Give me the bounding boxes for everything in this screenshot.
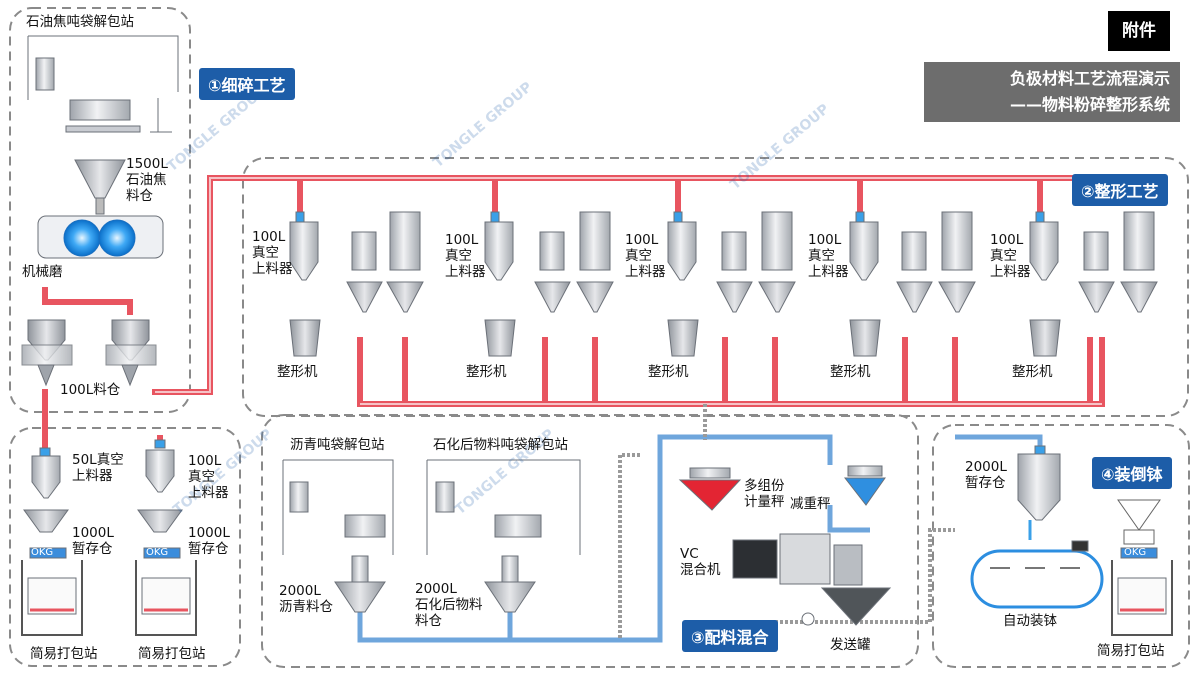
label-buffer-1000l-a: 1000L 暂存仓 [72, 525, 114, 557]
badge-s3: ③配料混合 [682, 620, 778, 652]
label-shaper-2: 整形机 [466, 364, 507, 380]
label-shaper-4: 整形机 [830, 364, 871, 380]
label-buffer-1000l-b: 1000L 暂存仓 [188, 525, 230, 557]
lane-4 [849, 211, 976, 357]
s1-equipment [21, 35, 179, 387]
badge-s4: ④装倒钵 [1092, 457, 1172, 489]
label-mill: 机械磨 [22, 264, 63, 280]
title-line-2: ——物料粉碎整形系统 [1009, 95, 1170, 114]
label-silo-100l: 100L料仓 [60, 382, 121, 398]
label-loss-scale: 减重秤 [790, 496, 831, 512]
label-shaper-5: 整形机 [1012, 364, 1053, 380]
left-lower-equipment [21, 439, 197, 636]
corner-tag: 附件 [1108, 11, 1170, 51]
lane-2 [484, 211, 614, 357]
label-vc-mixer: VC 混合机 [680, 546, 721, 578]
label-pitch-station: 沥青吨袋解包站 [290, 437, 385, 453]
lane-3 [667, 211, 796, 357]
section-frames [9, 7, 1190, 668]
s3-equipment [282, 459, 892, 626]
lane-1 [289, 211, 424, 357]
label-send-tank: 发送罐 [830, 637, 871, 653]
title-line-1: 负极材料工艺流程演示 [1009, 69, 1170, 88]
frame-s3 [261, 414, 919, 668]
okg-tag-a: OKG [31, 547, 54, 558]
label-petcoke-silo: 1500L 石油焦 料仓 [126, 156, 168, 204]
label-pitch-silo: 2000L 沥青料仓 [279, 583, 333, 615]
label-vacuum-100l-lower: 100L 真空 上料器 [188, 453, 229, 501]
okg-tag-b: OKG [146, 547, 169, 558]
okg-tag-c: OKG [1124, 547, 1147, 558]
frame-s1 [9, 7, 191, 413]
label-multi-scale: 多组份 计量秤 [744, 478, 785, 510]
blue-pipes [357, 434, 1043, 643]
frame-s2 [242, 157, 1189, 417]
label-vac-loader-1: 100L 真空 上料器 [252, 229, 293, 277]
label-buffer-2000l: 2000L 暂存仓 [965, 459, 1007, 491]
badge-s1: ①细碎工艺 [199, 68, 295, 100]
label-packing-a: 简易打包站 [30, 646, 98, 662]
label-vac-loader-2: 100L 真空 上料器 [445, 232, 486, 280]
frame-left-lower [9, 427, 241, 667]
badge-s2: ②整形工艺 [1072, 174, 1168, 206]
label-shaper-1: 整形机 [277, 364, 318, 380]
s4-equipment [970, 445, 1173, 636]
label-petcoke-station: 石油焦吨袋解包站 [26, 14, 134, 30]
s2-equipment [289, 211, 1158, 357]
label-graphitized-silo: 2000L 石化后物料 料仓 [415, 581, 483, 629]
title-block: 负极材料工艺流程演示 ——物料粉碎整形系统 [924, 62, 1180, 122]
label-shaper-3: 整形机 [648, 364, 689, 380]
label-vac-loader-5: 100L 真空 上料器 [990, 232, 1031, 280]
frame-s4 [932, 424, 1190, 668]
label-packing-b: 简易打包站 [138, 646, 206, 662]
label-vac-loader-4: 100L 真空 上料器 [808, 232, 849, 280]
label-packing-c: 简易打包站 [1097, 643, 1165, 659]
lane-5 [1029, 211, 1158, 357]
gray-pipes [618, 404, 955, 640]
label-graphitized-station: 石化后物料吨袋解包站 [433, 437, 568, 453]
label-auto-loading: 自动装钵 [1003, 613, 1057, 629]
label-vac-loader-3: 100L 真空 上料器 [625, 232, 666, 280]
label-vacuum-50l: 50L真空 上料器 [72, 452, 124, 484]
